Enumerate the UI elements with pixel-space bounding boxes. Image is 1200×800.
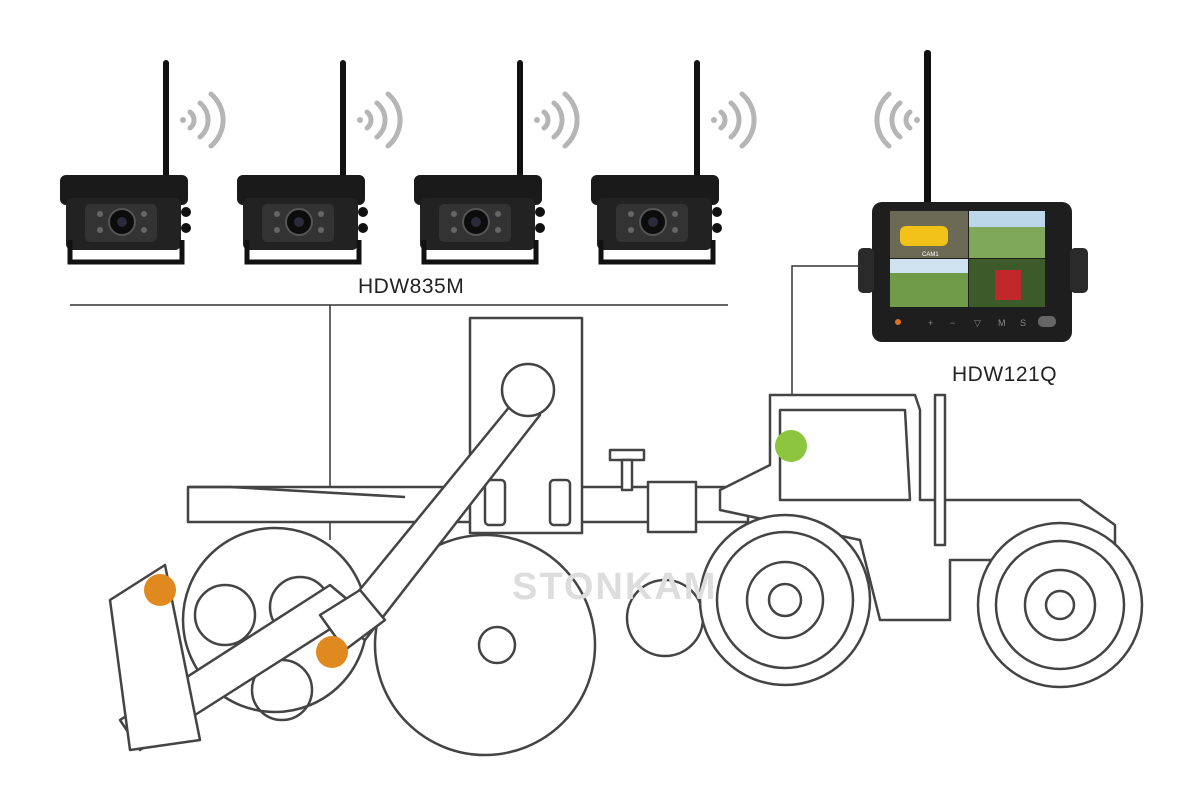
camera-1 xyxy=(60,60,223,262)
camera-4 xyxy=(591,60,754,262)
monitor-model-label: HDW121Q xyxy=(952,363,1058,386)
monitor-button-plus: + xyxy=(928,318,933,328)
implement-drawing xyxy=(108,316,750,757)
monitor-drop-line xyxy=(791,265,862,440)
watermark: STONKAM xyxy=(512,566,718,608)
screen-label: CAM1 xyxy=(922,252,939,258)
monitor-button-minus: − xyxy=(950,318,955,328)
camera-3 xyxy=(414,60,577,262)
monitor-position-marker xyxy=(775,430,807,462)
wifi-icon xyxy=(874,91,920,149)
monitor-button-menu: M xyxy=(998,318,1006,328)
tractor-drawing xyxy=(698,393,1144,689)
monitor-button-down: ▽ xyxy=(974,318,981,328)
monitor-button-source: S xyxy=(1020,318,1026,328)
monitor: + − ▽ M S CAM1 xyxy=(858,50,1088,342)
camera-2 xyxy=(237,60,400,262)
camera-model-label: HDW835M xyxy=(358,275,465,298)
camera-position-marker-1 xyxy=(144,574,176,606)
camera-position-marker-2 xyxy=(316,636,348,668)
